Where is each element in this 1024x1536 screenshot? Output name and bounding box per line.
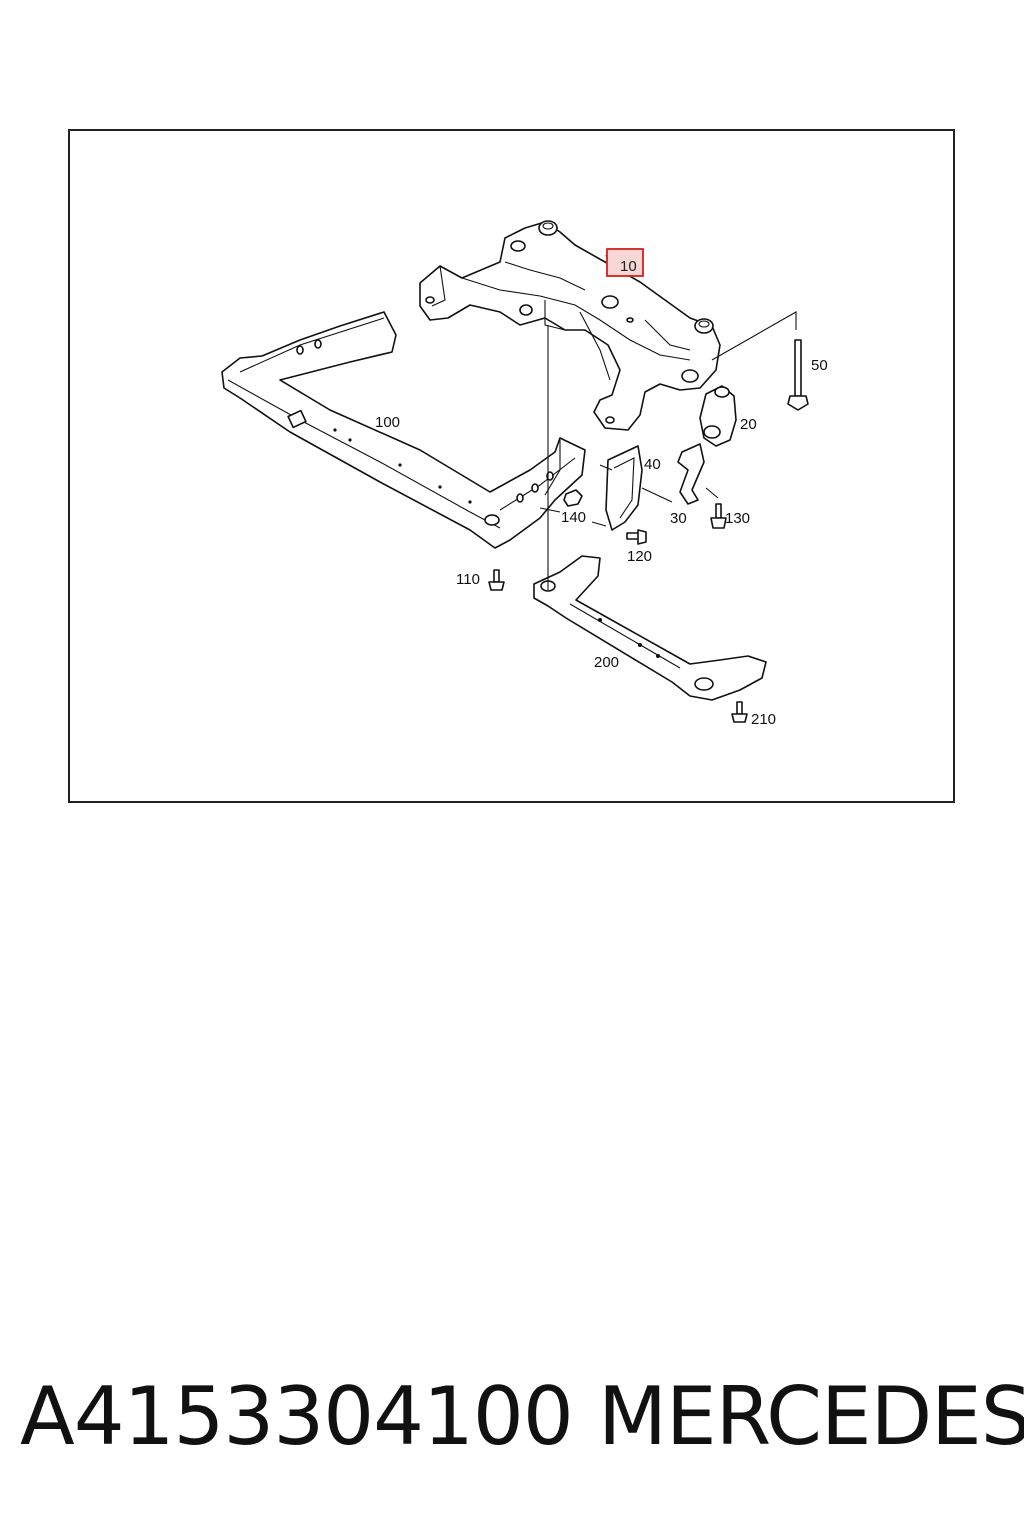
label-part-200[interactable]: 200 [594, 654, 619, 671]
highlight-box-part-10 [606, 248, 644, 277]
mount-part-20[interactable] [699, 385, 737, 447]
label-part-10[interactable]: 10 [620, 258, 637, 275]
label-part-120[interactable]: 120 [627, 548, 652, 565]
footer: A4153304100 MERCEDES [0, 1370, 1024, 1470]
label-part-140[interactable]: 140 [561, 509, 586, 526]
nut-part-140[interactable] [563, 489, 583, 507]
label-part-20[interactable]: 20 [740, 416, 757, 433]
crossmember-part-100[interactable] [221, 311, 586, 549]
brace-part-200[interactable] [533, 555, 767, 701]
label-part-130[interactable]: 130 [725, 510, 750, 527]
bolt-part-210[interactable] [731, 701, 748, 723]
label-part-30[interactable]: 30 [670, 510, 687, 527]
bracket-part-30[interactable] [677, 443, 705, 505]
bolt-part-120[interactable] [626, 529, 647, 545]
bracket-part-40[interactable] [605, 445, 643, 531]
part-number: A4153304100 [20, 1370, 574, 1463]
label-part-100[interactable]: 100 [375, 414, 400, 431]
subframe-part-10[interactable] [419, 220, 721, 431]
bolt-part-50[interactable] [787, 339, 809, 411]
bolt-part-110[interactable] [488, 569, 505, 591]
brand-name: MERCEDES [598, 1370, 1024, 1463]
label-part-110[interactable]: 110 [456, 571, 480, 588]
label-part-210[interactable]: 210 [751, 711, 776, 728]
label-part-40[interactable]: 40 [644, 456, 661, 473]
bolt-part-130[interactable] [710, 503, 727, 529]
leader-lines [539, 254, 797, 590]
label-part-50[interactable]: 50 [811, 357, 828, 374]
